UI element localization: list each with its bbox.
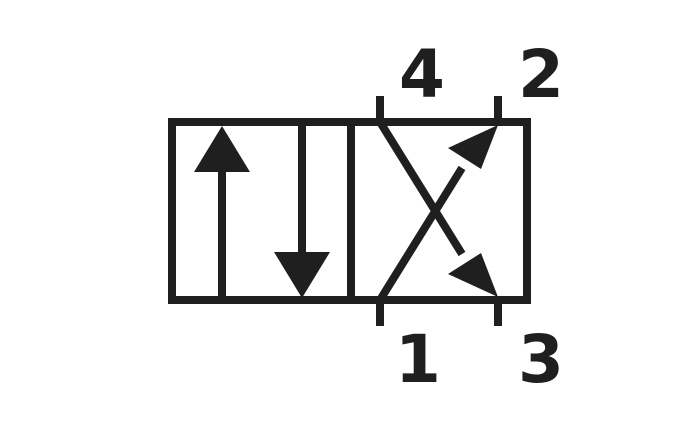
- port-stubs: [376, 96, 502, 326]
- port-label-3: 3: [518, 321, 564, 398]
- valve-body: [168, 118, 531, 304]
- flow-arrow-up-icon: [194, 126, 250, 300]
- flow-arrow-diagonal-up-icon: [376, 125, 498, 303]
- port-label-4: 4: [399, 36, 445, 113]
- left-position-box: [194, 122, 330, 300]
- flow-arrow-diagonal-down-icon: [376, 119, 498, 297]
- flow-arrow-down-icon: [274, 122, 330, 298]
- port-label-2: 2: [518, 36, 564, 113]
- port-label-1: 1: [395, 321, 441, 398]
- right-position-box: [376, 119, 498, 303]
